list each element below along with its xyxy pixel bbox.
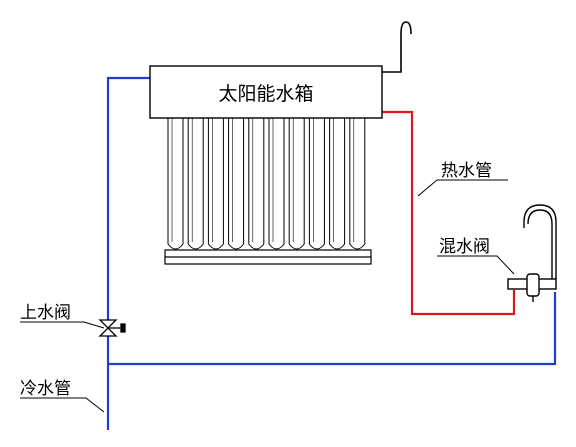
vacuum-tube [349, 118, 366, 250]
vacuum-tube [228, 118, 245, 250]
cold-water-pipe [106, 76, 557, 430]
hot-pipe-label: 热水管 [441, 161, 492, 181]
vacuum-tube [308, 118, 325, 250]
vent-pipe [382, 21, 412, 73]
mixing-valve [507, 204, 557, 302]
mixing-valve-label: 混水阀 [439, 237, 490, 257]
vacuum-tube [187, 118, 204, 250]
cold-pipe-callout: 冷水管 [20, 379, 105, 413]
vacuum-tube [248, 118, 265, 250]
solar-water-tank: 太阳能水箱 [149, 65, 383, 119]
vacuum-tube [329, 118, 346, 250]
vacuum-tube [207, 118, 224, 250]
mixing-valve-callout: 混水阀 [437, 237, 515, 275]
hot-pipe-callout: 热水管 [417, 161, 508, 197]
vacuum-tube [288, 118, 305, 250]
vacuum-tube [268, 118, 285, 250]
vacuum-tube [167, 118, 184, 250]
inlet-valve-callout: 上水阀 [20, 303, 105, 329]
cold-pipe-label: 冷水管 [20, 379, 71, 399]
inlet-valve-label: 上水阀 [20, 303, 71, 323]
vacuum-tube-array [167, 118, 366, 250]
inlet-valve [98, 319, 126, 337]
tank-label: 太阳能水箱 [218, 83, 313, 105]
tube-support-rail [164, 249, 372, 265]
hot-water-pipe [378, 110, 516, 316]
